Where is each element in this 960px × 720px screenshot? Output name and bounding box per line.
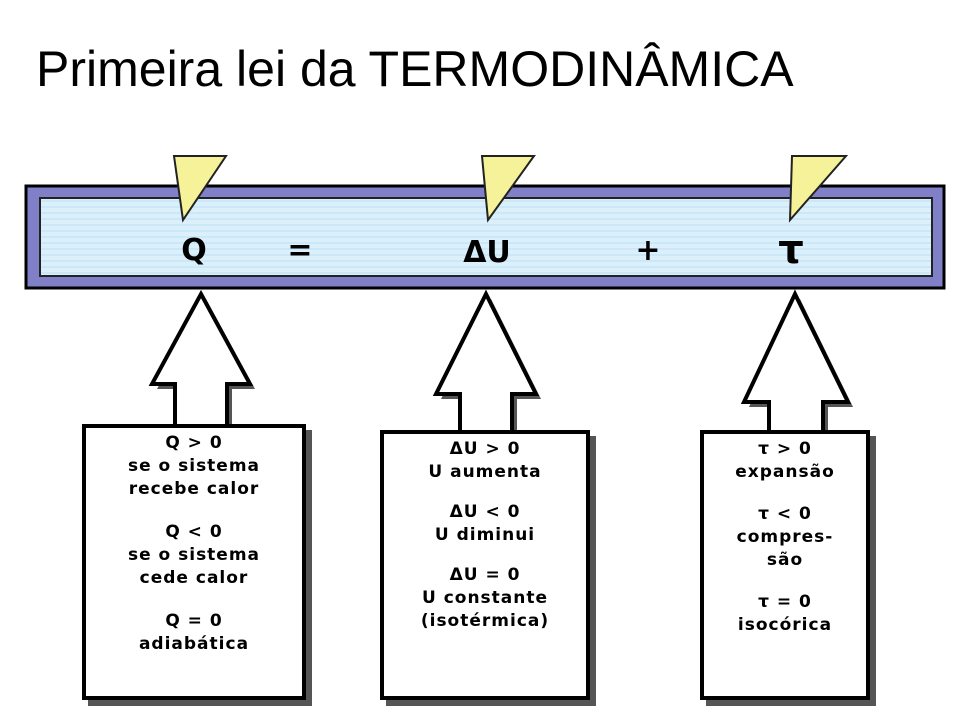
condition-desc: U constante: [421, 588, 549, 608]
condition-expr: Q < 0: [165, 522, 223, 542]
arrow-delta-u: [432, 289, 541, 437]
arrow-heat: [148, 289, 255, 435]
equation-work: τ: [778, 227, 804, 273]
page-title: Primeira lei da TERMODINÂMICA: [36, 41, 794, 97]
equation-heat: Q: [181, 233, 207, 268]
delta-u-conditions-box: ΔU > 0 U aumenta ΔU < 0 U diminui ΔU = 0…: [380, 430, 590, 700]
equation-delta-u: ΔU: [463, 235, 511, 270]
condition-desc: se o sistema: [127, 456, 261, 476]
condition-expr: ΔU < 0: [449, 502, 521, 522]
condition-desc: U aumenta: [428, 462, 542, 482]
delta-u-positive: ΔU > 0 U aumenta: [384, 438, 586, 484]
heat-positive: Q > 0 se o sistema recebe calor: [86, 432, 302, 501]
condition-desc: cede calor: [139, 568, 249, 588]
work-conditions-box: τ > 0 expansão τ < 0 compres- são τ = 0 …: [700, 430, 870, 700]
work-zero: τ = 0 isocórica: [704, 591, 866, 637]
work-positive: τ > 0 expansão: [704, 438, 866, 484]
delta-u-zero: ΔU = 0 U constante (isotérmica): [384, 564, 586, 633]
delta-u-negative: ΔU < 0 U diminui: [384, 501, 586, 547]
condition-expr: Q = 0: [165, 611, 223, 631]
condition-desc: se o sistema: [127, 545, 261, 565]
pointer-delta-u: [480, 155, 536, 223]
condition-expr: τ > 0: [758, 439, 812, 459]
work-negative: τ < 0 compres- são: [704, 503, 866, 572]
condition-expr: τ = 0: [758, 592, 812, 612]
pointer-heat: [172, 155, 228, 223]
condition-desc: adiabática: [138, 634, 250, 654]
heat-zero: Q = 0 adiabática: [86, 610, 302, 656]
condition-desc: compres-: [736, 527, 834, 547]
equation-plus: +: [635, 233, 660, 268]
condition-desc: expansão: [735, 462, 835, 482]
heat-conditions-box: Q > 0 se o sistema recebe calor Q < 0 se…: [82, 424, 306, 700]
condition-expr: τ < 0: [758, 504, 812, 524]
condition-desc: U diminui: [434, 525, 536, 545]
condition-expr: Q > 0: [165, 433, 223, 453]
arrow-work: [740, 289, 853, 437]
condition-desc: (isotérmica): [420, 611, 550, 631]
pointer-work: [788, 155, 849, 223]
condition-expr: ΔU > 0: [449, 439, 521, 459]
condition-desc: são: [766, 550, 804, 570]
equation-equals: =: [287, 233, 312, 268]
condition-expr: ΔU = 0: [449, 565, 521, 585]
heat-negative: Q < 0 se o sistema cede calor: [86, 521, 302, 590]
condition-desc: recebe calor: [128, 479, 260, 499]
condition-desc: isocórica: [737, 615, 833, 635]
